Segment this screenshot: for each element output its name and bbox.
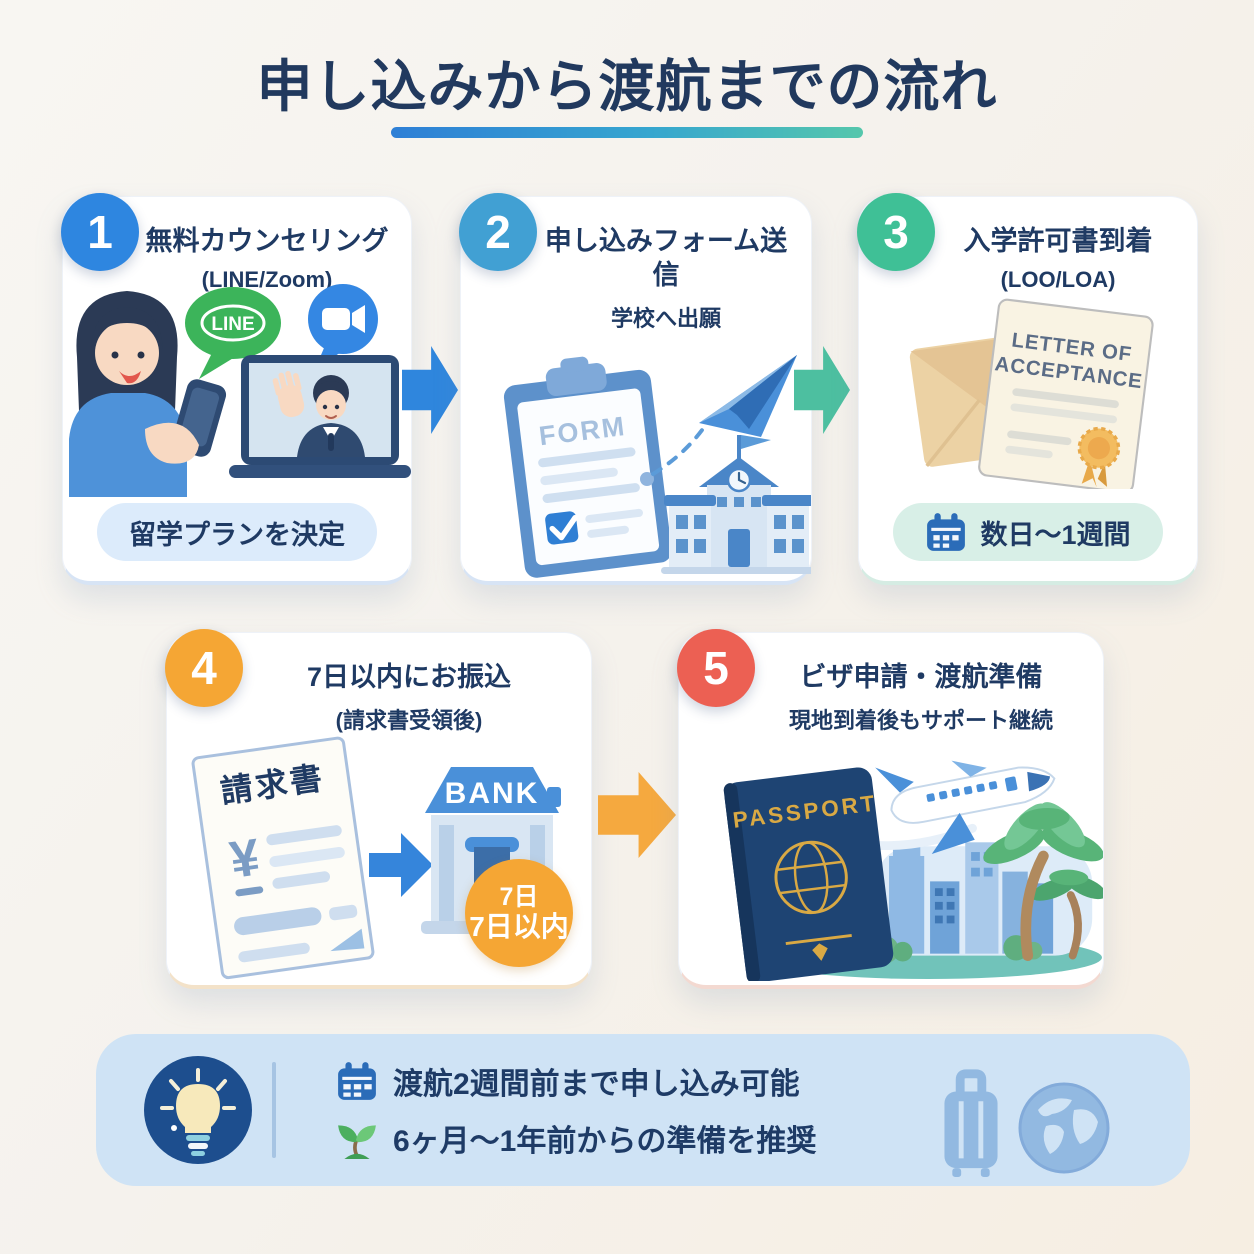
step-subtitle: 現地到着後もサポート継続 bbox=[788, 707, 1053, 733]
note-row-deadline: 渡航2週間前まで申し込み可能 bbox=[336, 1059, 816, 1103]
globe-icon bbox=[1018, 1082, 1110, 1174]
title-underline bbox=[391, 127, 863, 138]
step-subtitle: 学校へ出願 bbox=[610, 305, 721, 331]
duration-badge: 数日〜1週間 bbox=[893, 503, 1163, 561]
laptop-video-call-illustration bbox=[229, 355, 411, 478]
form-clipboard-icon: FORM bbox=[503, 356, 672, 578]
travel-deco-icons bbox=[930, 1060, 1114, 1178]
svg-text:LINE: LINE bbox=[211, 314, 254, 335]
seven-day-badge: 7日 7日以内 bbox=[465, 859, 573, 967]
step-subtitle: (LOO/LOA) bbox=[1000, 266, 1116, 292]
passport-icon: PASSPORT bbox=[723, 767, 894, 981]
duration-label: 数日〜1週間 bbox=[980, 519, 1131, 550]
step-header: 7日以内にお振込 (請求書受領後) bbox=[167, 633, 591, 735]
line-bubble-icon: LINE bbox=[185, 287, 281, 379]
step-card-4: 4 7日以内にお振込 (請求書受領後) 請求書 ¥ bbox=[165, 629, 592, 989]
plan-decision-badge: 留学プランを決定 bbox=[97, 503, 377, 561]
step-card-5: 5 ビザ申請・渡航準備 現地到着後もサポート継続 bbox=[677, 629, 1104, 989]
step-card-1: 1 無料カウンセリング (LINE/Zoom) LINE bbox=[61, 193, 412, 585]
arrow-step4-step5-icon bbox=[598, 772, 676, 858]
step-title: 無料カウンセリング bbox=[145, 226, 389, 256]
step-header: 入学許可書到着 (LOO/LOA) bbox=[859, 197, 1197, 293]
step-title: 入学許可書到着 bbox=[963, 226, 1153, 256]
note-preparation-text: 6ヶ月〜1年前からの準備を推奨 bbox=[393, 1125, 817, 1158]
school-building-icon bbox=[661, 435, 811, 574]
acceptance-letter-icon: LETTER OF ACCEPTANCE bbox=[978, 298, 1154, 489]
calendar-icon bbox=[338, 1062, 376, 1100]
gold-seal-icon bbox=[1077, 426, 1121, 488]
step-number-badge: 1 bbox=[61, 193, 139, 271]
palm-tree-icon bbox=[983, 802, 1103, 961]
step-number-badge: 2 bbox=[459, 193, 537, 271]
step-card-3: 3 入学許可書到着 (LOO/LOA) LETTER OF ACCEPTANCE bbox=[857, 193, 1198, 585]
paper-plane-icon bbox=[699, 355, 797, 437]
step-subtitle: (請求書受領後) bbox=[335, 707, 483, 733]
step-number-badge: 4 bbox=[165, 629, 243, 707]
step-card-2: 2 申し込みフォーム送信 学校へ出願 FORM bbox=[459, 193, 812, 585]
notes-list: 渡航2週間前まで申し込み可能 6ヶ月〜1年前からの準備を推奨 bbox=[336, 1059, 816, 1160]
application-illustration: FORM bbox=[461, 347, 811, 579]
step-title: ビザ申請・渡航準備 bbox=[799, 662, 1043, 692]
svg-text:BANK: BANK bbox=[445, 777, 540, 810]
transfer-arrow-icon bbox=[369, 833, 433, 897]
note-deadline-text: 渡航2週間前まで申し込み可能 bbox=[393, 1068, 800, 1101]
airplane-icon bbox=[869, 760, 1056, 855]
waving-hand-icon bbox=[272, 370, 305, 418]
step-header: 無料カウンセリング (LINE/Zoom) bbox=[63, 197, 411, 293]
step-header: 申し込みフォーム送信 学校へ出願 bbox=[461, 197, 811, 333]
acceptance-letter-illustration: LETTER OF ACCEPTANCE bbox=[859, 289, 1197, 489]
step-number-badge: 5 bbox=[677, 629, 755, 707]
woman-illustration bbox=[69, 291, 227, 497]
step-number-badge: 3 bbox=[857, 193, 935, 271]
seven-day-line1: 7日 bbox=[499, 882, 539, 911]
step-header: ビザ申請・渡航準備 現地到着後もサポート継続 bbox=[679, 633, 1103, 735]
banner-divider bbox=[272, 1062, 276, 1158]
lightbulb-icon bbox=[144, 1056, 252, 1164]
tips-banner: 渡航2週間前まで申し込み可能 6ヶ月〜1年前からの準備を推奨 bbox=[96, 1034, 1190, 1186]
step-title: 申し込みフォーム送信 bbox=[544, 226, 788, 290]
suitcase-icon bbox=[944, 1069, 998, 1178]
step-title: 7日以内にお振込 bbox=[306, 662, 512, 692]
calendar-icon bbox=[927, 513, 966, 551]
step-subtitle: (LINE/Zoom) bbox=[201, 266, 333, 292]
travel-illustration: PASSPORT bbox=[679, 729, 1103, 981]
counseling-illustration: LINE bbox=[63, 279, 411, 497]
page-title: 申し込みから渡航までの流れ bbox=[256, 55, 998, 118]
seven-day-line2: 7日以内 bbox=[469, 911, 569, 943]
note-row-preparation: 6ヶ月〜1年前からの準備を推奨 bbox=[336, 1116, 816, 1160]
sprout-icon bbox=[338, 1125, 376, 1159]
plan-decision-label: 留学プランを決定 bbox=[129, 519, 345, 550]
invoice-icon: 請求書 ¥ bbox=[191, 736, 375, 980]
